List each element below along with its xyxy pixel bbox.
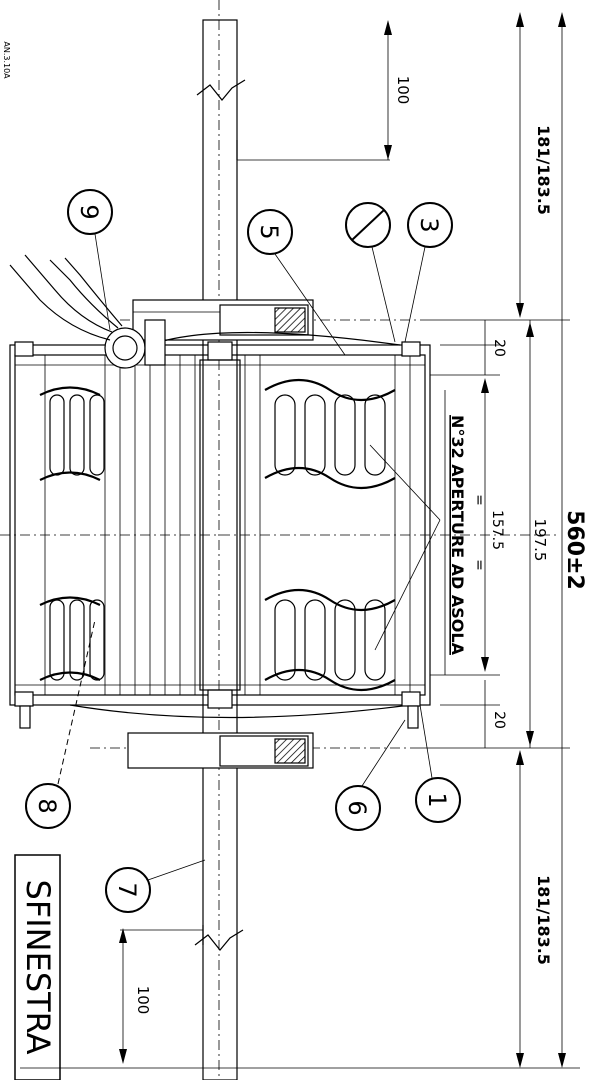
title-box: SFINESTRA	[14, 854, 61, 1080]
break-line	[264, 467, 396, 489]
balloon-3: 3	[404, 202, 453, 343]
svg-text:1: 1	[423, 792, 451, 807]
dim-body-length: 197.5	[531, 519, 549, 562]
dim-bottom-length: 181/183.5	[534, 875, 553, 965]
svg-text:6: 6	[343, 800, 371, 815]
break-line	[264, 379, 396, 401]
dim-top-shaft: 100	[394, 76, 412, 105]
corner-text: AN.3.10A	[2, 41, 11, 79]
break-line	[39, 386, 101, 396]
slots-right-lower	[274, 599, 386, 681]
dim-gap-top: 20	[491, 339, 507, 357]
slots-left-lower	[49, 599, 105, 681]
balloon-1: 1	[415, 704, 461, 823]
shaft	[120, 19, 390, 1080]
slots-right-upper	[274, 394, 386, 476]
flange-bottom	[127, 732, 314, 769]
dim-slot-length: 157.5	[489, 510, 505, 550]
balloon-8: 8	[25, 619, 96, 829]
motor-body	[9, 331, 431, 729]
balloon-7: 7	[105, 859, 206, 913]
cable-grommet	[9, 254, 166, 369]
svg-text:8: 8	[33, 798, 61, 813]
break-line	[264, 589, 396, 611]
equal-mark-bottom: =	[471, 559, 487, 571]
break-line	[39, 671, 101, 681]
balloon-6: 6	[335, 719, 406, 831]
svg-text:9: 9	[75, 204, 103, 219]
svg-text:3: 3	[415, 217, 443, 232]
balloon-5: 5	[247, 209, 346, 356]
balloon-diameter	[345, 202, 396, 343]
title-box-text: SFINESTRA	[19, 880, 57, 1055]
dim-overall: 560±2	[562, 510, 587, 590]
dim-gap-bottom: 20	[491, 711, 507, 729]
svg-text:7: 7	[113, 882, 141, 897]
dim-top-length: 181/183.5	[534, 125, 553, 215]
break-line	[264, 669, 396, 691]
dim-lines	[20, 12, 580, 1069]
svg-text:5: 5	[255, 224, 283, 239]
break-line	[39, 471, 101, 481]
break-line	[39, 596, 101, 606]
dim-bottom-shaft: 100	[134, 986, 152, 1015]
slots-left-upper	[49, 394, 105, 476]
balloon-9: 9	[67, 189, 113, 331]
equal-mark-top: =	[471, 494, 487, 506]
openings-note: N°32 APERTURE AD ASOLA	[448, 415, 467, 656]
